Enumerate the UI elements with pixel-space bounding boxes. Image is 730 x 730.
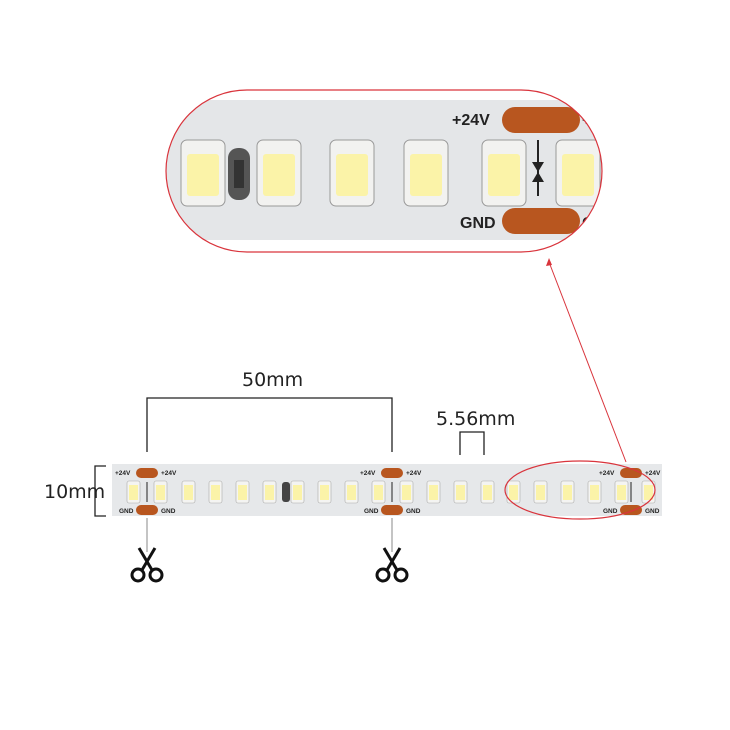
strip-label-positive: +24V	[599, 470, 615, 477]
strip-label-ground: GND	[364, 508, 379, 515]
mag-label-positive: +24V	[452, 112, 490, 129]
strip-led	[153, 480, 168, 504]
strip-label-ground: GND	[119, 508, 134, 515]
dimension-10mm: 10mm	[44, 465, 106, 517]
mag-label-ground: GND	[460, 215, 496, 232]
strip-led	[344, 480, 359, 504]
magnified-led	[180, 139, 226, 207]
magnified-led	[555, 139, 601, 207]
strip-resistor	[282, 482, 290, 502]
strip-label-ground: GND	[161, 508, 176, 515]
strip-label-positive: +24V	[645, 470, 661, 477]
strip-led	[560, 480, 575, 504]
scissors-icon	[375, 547, 409, 583]
strip-led	[262, 480, 277, 504]
strip-label-ground: GND	[406, 508, 421, 515]
strip-label-positive: +24V	[161, 470, 177, 477]
strip-led	[317, 480, 332, 504]
cut-point: +24V +24V GND GND	[115, 468, 177, 515]
pad-ground	[502, 208, 580, 234]
strip-led	[587, 480, 602, 504]
strip-label-positive: +24V	[360, 470, 376, 477]
scissors-icon	[130, 547, 164, 583]
strip-led	[399, 480, 414, 504]
dimension-5-56mm: 5.56mm	[436, 408, 515, 455]
cut-point: +24V +24V GND GND	[360, 468, 422, 515]
strip-label-positive: +24V	[406, 470, 422, 477]
strip-led	[208, 480, 223, 504]
magnified-led	[481, 139, 527, 207]
magnified-led	[329, 139, 375, 207]
magnify-outline	[165, 89, 603, 253]
strip-led	[533, 480, 548, 504]
dimension-50mm: 50mm	[146, 369, 393, 452]
strip-label-ground: GND	[603, 508, 618, 515]
magnified-led	[403, 139, 449, 207]
pad-positive	[502, 107, 580, 133]
strip-led	[290, 480, 305, 504]
strip-led	[235, 480, 250, 504]
strip-led	[480, 480, 495, 504]
segment-length-label: 50mm	[242, 369, 303, 391]
strip-width-label: 10mm	[44, 481, 105, 503]
strip-led	[426, 480, 441, 504]
strip-led	[126, 480, 141, 504]
magnified-view: +24V GND +24V GND	[166, 90, 620, 252]
led-pitch-label: 5.56mm	[436, 408, 515, 430]
mag-label-positive-2: +24V	[582, 112, 620, 129]
strip-label-positive: +24V	[115, 470, 131, 477]
magnify-connector	[548, 261, 627, 463]
highlight-circle	[504, 460, 656, 520]
strip-led	[453, 480, 468, 504]
strip-led	[371, 480, 386, 504]
strip-led	[614, 480, 629, 504]
led-strip: +24V +24V GND GND +24V +24V GND GND +24V +24V GND G…	[112, 464, 662, 516]
magnified-led	[256, 139, 302, 207]
strip-led	[181, 480, 196, 504]
strip-label-ground: GND	[645, 508, 660, 515]
